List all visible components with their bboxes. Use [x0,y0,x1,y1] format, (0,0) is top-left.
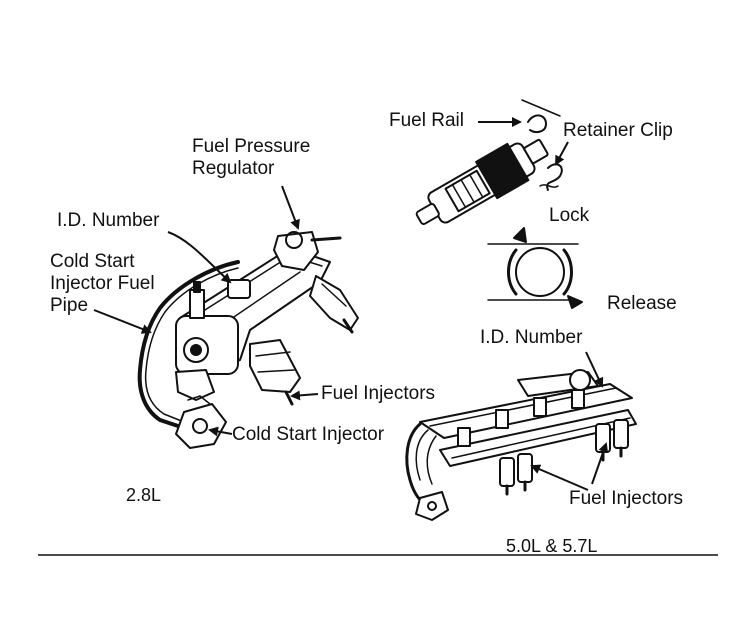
label-regulator: Regulator [192,158,275,179]
arrow-fuel-injectors-right-2 [591,442,609,485]
detail-drawing [415,99,583,309]
label-fuel-pressure: Fuel Pressure [192,136,311,157]
arrow-cold-start-injector [208,426,233,437]
label-release: Release [607,293,677,314]
label-retainer-clip: Retainer Clip [563,120,673,141]
label-cold-start-injector: Cold Start Injector [232,424,385,445]
label-lock: Lock [549,205,590,226]
label-id-number-left: I.D. Number [57,210,160,231]
label-id-number-right: I.D. Number [480,327,583,348]
assembly-2-8l-drawing [137,231,359,449]
label-fuel-injectors-left: Fuel Injectors [321,383,436,404]
pressure-regulator [273,231,319,271]
detail-injector [415,138,549,225]
arrow-id-number-right [585,351,604,388]
caption-5-0l-5-7l: 5.0L & 5.7L [506,536,598,556]
cold-start-injector-body [175,403,227,449]
lower-fitting [415,491,449,521]
label-pipe: Pipe [50,295,89,316]
arrow-fuel-pressure-regulator [281,185,300,230]
arrow-retainer-clip [555,141,569,166]
retainer-clip-shape [546,163,563,191]
assembly-5-0l-drawing [405,369,637,521]
label-fuel-rail: Fuel Rail [389,110,464,131]
injector-lower-1 [249,339,301,393]
label-fuel-injectors-right: Fuel Injectors [569,488,684,509]
arrow-id-number-left [167,231,232,284]
injector-angled [309,275,359,331]
injectors-upper-row [457,389,585,447]
arrow-fuel-injectors-right-1 [530,464,589,491]
label-injector-fuel: Injector Fuel [50,273,155,294]
lock-release-ring [487,227,583,309]
leader-arrows [93,117,609,491]
injectors-lower-row [499,419,629,496]
arrow-fuel-injectors-left [290,390,319,401]
label-cold-start: Cold Start [50,251,135,272]
arrow-cold-start-pipe [93,309,152,334]
caption-2-8l: 2.8L [126,485,162,505]
